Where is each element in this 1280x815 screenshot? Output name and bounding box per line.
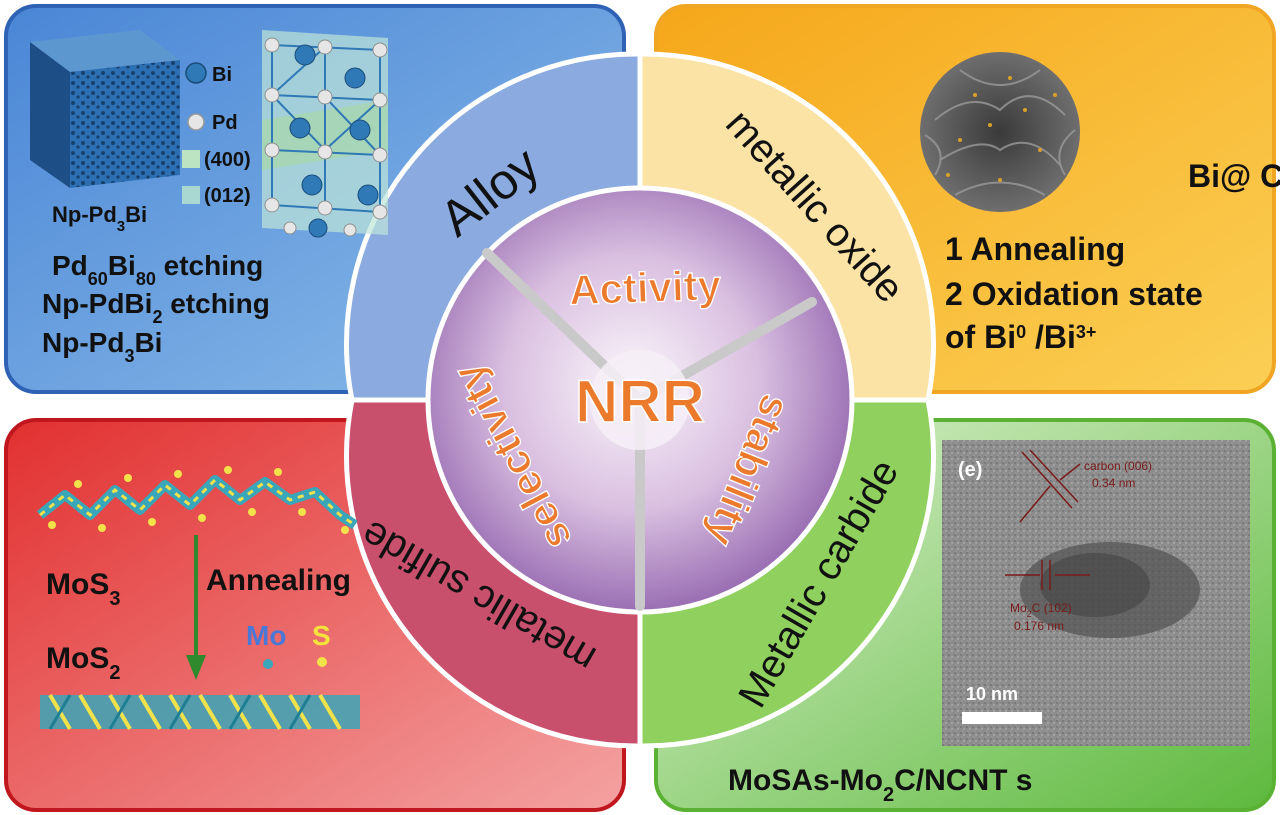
carbide-caption: MoSAs-Mo2C/NCNT s xyxy=(728,764,1032,806)
route-2: Np-PdBi2 etching xyxy=(42,288,270,327)
tem-scale-label: 10 nm xyxy=(966,684,1018,704)
oxide-step-3: of Bi0 /Bi3+ xyxy=(945,319,1096,355)
tem-carbon-spacing: 0.34 nm xyxy=(1092,476,1135,490)
annealing-label: Annealing xyxy=(206,564,351,597)
oxide-step-1: 1 Annealing xyxy=(945,231,1125,267)
plane-400-swatch xyxy=(182,150,200,168)
s-atom-icon xyxy=(317,657,327,667)
np-pd3bi-caption: Np-Pd3Bi xyxy=(52,202,147,235)
legend-s: S xyxy=(312,620,331,651)
mos2-label: MoS2 xyxy=(46,642,120,684)
mos2-layers-image xyxy=(40,693,360,731)
center-label: NRR xyxy=(575,368,705,435)
np-pd3bi-cube-image xyxy=(30,30,180,188)
bi-atom-icon xyxy=(185,62,207,84)
tem-micrograph xyxy=(942,440,1250,746)
tem-carbon-label: carbon (006) xyxy=(1084,459,1152,473)
metric-activity: Activity xyxy=(568,261,722,313)
tem-mo2c-label: Mo2C (102) xyxy=(1010,601,1072,619)
legend-bi: Bi xyxy=(212,64,232,86)
legend-pd: Pd xyxy=(212,112,238,134)
mos3-label: MoS3 xyxy=(46,568,120,610)
hub-core xyxy=(590,350,690,450)
legend-plane-400: (400) xyxy=(204,149,251,171)
route-1: Pd60Bi80 etching xyxy=(52,250,263,289)
mo-atom-icon xyxy=(263,659,273,669)
tem-panel-tag: (e) xyxy=(958,459,982,481)
pd-atom-icon xyxy=(187,113,205,131)
bi-at-c-flower-image xyxy=(920,52,1080,212)
bi-at-c-label: Bi@ C xyxy=(1188,158,1280,194)
route-3: Np-Pd3Bi xyxy=(42,327,162,366)
mos3-chain-image xyxy=(36,466,358,534)
tem-mo2c-spacing: 0.176 nm xyxy=(1014,619,1064,633)
plane-012-swatch xyxy=(182,186,200,204)
crystal-lattice-image xyxy=(262,30,388,238)
down-arrow-icon xyxy=(186,655,206,680)
legend-mo: Mo xyxy=(246,620,286,651)
oxide-step-2: 2 Oxidation state xyxy=(945,276,1203,312)
legend-plane-012: (012) xyxy=(204,185,251,207)
